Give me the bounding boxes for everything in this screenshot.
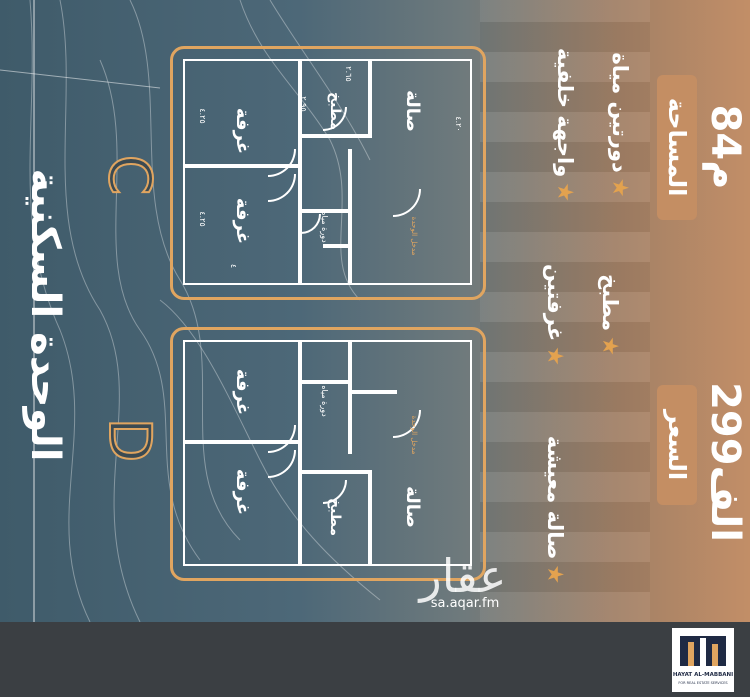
plan-d-kitchen-label: مطبخ: [327, 497, 343, 537]
feature-label: مطبخ: [598, 274, 622, 332]
unit-c-letter: C: [95, 154, 165, 197]
plan-c-room-b-label: غرفة: [232, 197, 253, 245]
plan-c-dimension: ٢.٦٥: [344, 66, 353, 82]
feature-label: غرفتين: [543, 263, 567, 342]
plan-c-dimension: ٤.٢٠: [454, 116, 463, 132]
feature-two-rooms: غرفتين ★: [540, 255, 570, 375]
price-label: السعر: [663, 409, 691, 481]
plan-d-wall: [348, 340, 352, 454]
plan-c-wall: [348, 149, 352, 285]
star-icon: ★: [542, 564, 567, 585]
feature-kitchen: مطبخ ★: [595, 255, 625, 375]
floor-plan-d: غرفة غرفة مطبخ صالة دورة مياه مدخل الوحد…: [170, 327, 486, 581]
plan-c-room-a-label: غرفة: [232, 107, 253, 155]
plan-c-wall: [368, 59, 372, 138]
building-logo-icon: [680, 636, 726, 666]
plan-d-room-b-label: غرفة: [232, 468, 253, 516]
poster: الوحدة السكنية C D غرفة غرفة مطبخ صالة د…: [0, 0, 750, 622]
star-icon: ★: [542, 346, 567, 367]
plan-d-room-a-label: غرفة: [232, 368, 253, 416]
plan-d-bath-label: دورة مياه: [320, 385, 329, 417]
aqar-watermark-url: sa.aqar.fm: [430, 596, 500, 611]
star-icon: ★: [597, 336, 622, 356]
feature-label: دورتين مياة: [608, 52, 632, 173]
feature-label: واجهة خلفية: [553, 47, 577, 178]
feature-living-room: صالة معيشة ★: [540, 430, 570, 590]
contour-lines-decoration: [0, 0, 381, 622]
plan-d-wall: [298, 470, 372, 474]
logo-subtitle: FOR REAL ESTATE SERVICES: [678, 681, 728, 685]
logo-name: HAYAT AL-MABBANI: [672, 672, 734, 678]
plan-d-wall: [298, 340, 302, 566]
plan-d-outer-wall: [183, 340, 472, 566]
plan-d-entrance-label: مدخل الوحدة: [410, 415, 418, 455]
plan-c-wall: [323, 244, 352, 248]
aqar-watermark-brand: عقار: [419, 549, 507, 603]
building-background: [480, 0, 650, 622]
area-value: 84م: [702, 104, 748, 190]
area-badge: [657, 75, 697, 220]
plan-c-entrance-label: مدخل الوحدة: [410, 216, 418, 256]
unit-d-letter: D: [95, 417, 165, 464]
plan-c-dimension: ٢.٩٥: [299, 96, 308, 112]
plan-c-dimension: ٤: [229, 263, 238, 269]
plan-d-wall: [368, 470, 372, 566]
price-value: 299الف: [702, 382, 748, 542]
area-label: المساحة: [663, 97, 691, 197]
plan-c-bath-label: دورة مياه: [320, 211, 329, 243]
page-title: الوحدة السكنية: [22, 168, 68, 462]
plan-c-hall-label: صالة: [402, 90, 423, 132]
plan-d-wall: [348, 390, 397, 394]
feature-label: صالة معيشة: [543, 435, 567, 560]
feature-back-facade: واجهة خلفية ★: [550, 40, 580, 210]
plan-c-kitchen-label: مطبخ: [327, 91, 343, 131]
star-icon: ★: [607, 177, 632, 198]
plan-c-dimension: ٤.٢٥: [198, 108, 207, 124]
plan-c-outer-wall: [183, 59, 472, 285]
plan-c-dimension: ٤.٢٥: [198, 211, 207, 227]
feature-two-bathrooms: دورتين مياة ★: [605, 40, 635, 210]
bottom-bar: HAYAT AL-MABBANI FOR REAL ESTATE SERVICE…: [0, 622, 750, 697]
plan-d-hall-label: صالة: [402, 486, 423, 528]
company-logo: HAYAT AL-MABBANI FOR REAL ESTATE SERVICE…: [672, 628, 734, 692]
floor-plan-c: غرفة غرفة مطبخ صالة دورة مياه مدخل الوحد…: [170, 46, 486, 300]
price-badge: [657, 385, 697, 505]
plan-c-wall: [298, 59, 302, 285]
star-icon: ★: [552, 182, 577, 203]
